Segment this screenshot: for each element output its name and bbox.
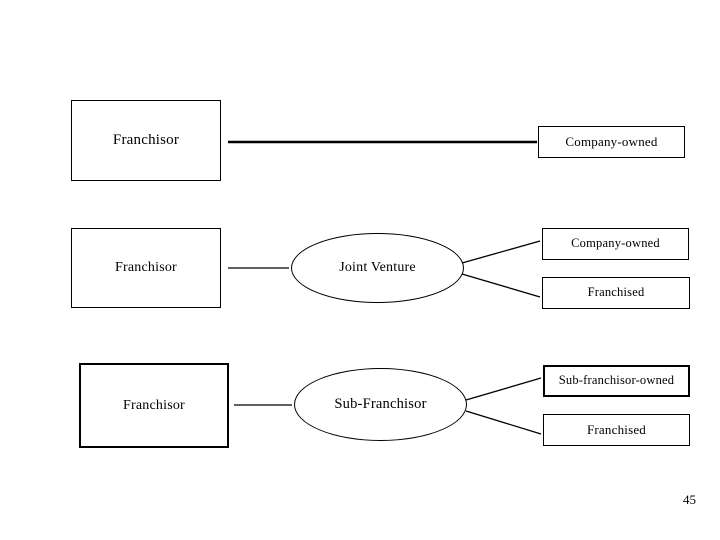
node-row2-joint-venture: Joint Venture bbox=[291, 233, 464, 303]
node-label: Company-owned bbox=[565, 133, 658, 149]
connector-r2-jv-to-company bbox=[461, 240, 541, 264]
node-row1-company-owned: Company-owned bbox=[538, 126, 685, 158]
node-row3-franchised: Franchised bbox=[543, 414, 690, 446]
node-row2-company-owned: Company-owned bbox=[542, 228, 689, 260]
node-row2-franchised: Franchised bbox=[542, 277, 690, 309]
node-label: Company-owned bbox=[571, 236, 660, 251]
node-label: Joint Venture bbox=[339, 260, 416, 276]
node-label: Sub-franchisor-owned bbox=[558, 373, 675, 388]
node-row3-sub-franchisor: Sub-Franchisor bbox=[294, 368, 467, 441]
connector-r3-subfranchisor-to-owned bbox=[465, 377, 542, 401]
node-label: Franchisor bbox=[115, 260, 177, 276]
node-label: Franchisor bbox=[112, 132, 180, 149]
node-label: Franchised bbox=[586, 421, 647, 437]
node-label: Sub-Franchisor bbox=[334, 395, 427, 412]
connector-r3-subfranchisor-to-franchised bbox=[465, 410, 542, 435]
node-row3-sub-franchisor-owned: Sub-franchisor-owned bbox=[543, 365, 690, 397]
node-label: Franchisor bbox=[123, 397, 185, 413]
node-row1-franchisor: Franchisor bbox=[71, 100, 221, 181]
node-label: Franchised bbox=[587, 285, 645, 300]
page-number: 45 bbox=[683, 492, 696, 507]
connector-r2-jv-to-franchised bbox=[461, 273, 541, 298]
node-row3-franchisor: Franchisor bbox=[79, 363, 229, 448]
node-row2-franchisor: Franchisor bbox=[71, 228, 221, 308]
